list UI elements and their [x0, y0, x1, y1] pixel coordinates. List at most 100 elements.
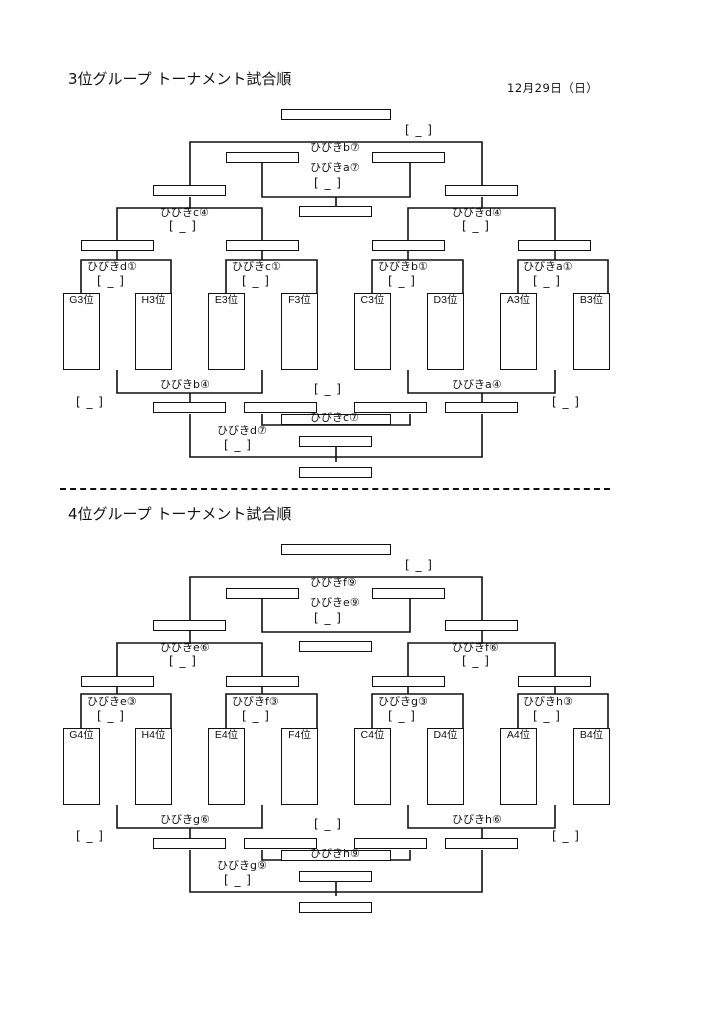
match-label: ひびきd④ — [452, 206, 502, 219]
bracket-mark: [ _ ] — [405, 558, 433, 572]
seed-box: C4位 — [354, 728, 391, 805]
lower-box — [354, 402, 427, 413]
match-label: ひびきa⑦ — [310, 161, 360, 174]
section-divider — [60, 488, 610, 490]
match-label: ひびきa① — [523, 260, 573, 273]
bracket-mark: [ _ ] — [533, 274, 561, 288]
seed-box: E3位 — [208, 293, 245, 370]
date-label: 12月29日（日） — [507, 81, 599, 95]
bracket-mark: [ _ ] — [169, 219, 197, 233]
match-label: ひびきc⑦ — [310, 411, 359, 424]
match-label: ひびきe③ — [87, 695, 137, 708]
bracket-mark: [ _ ] — [76, 395, 104, 409]
r2-box — [372, 240, 445, 251]
r2-box — [518, 676, 591, 687]
seed-box: G4位 — [63, 728, 100, 805]
seed-box: A3位 — [500, 293, 537, 370]
bracket-mark: [ _ ] — [242, 709, 270, 723]
seed-box: B4位 — [573, 728, 610, 805]
qf-box — [153, 620, 226, 631]
bracket-mark: [ _ ] — [314, 611, 342, 625]
match-label: ひびきg③ — [378, 695, 428, 708]
match-label: ひびきa④ — [452, 378, 502, 391]
semi-box — [372, 588, 445, 599]
lower-box — [244, 402, 317, 413]
match-label: ひびきh③ — [523, 695, 573, 708]
bracket-mark: [ _ ] — [552, 829, 580, 843]
qf-box — [445, 620, 518, 631]
seed-box: F3位 — [281, 293, 318, 370]
bracket-mark: [ _ ] — [388, 709, 416, 723]
final-box-top — [281, 544, 391, 555]
lower-box — [445, 402, 518, 413]
match-label: ひびきc① — [232, 260, 281, 273]
seed-box: B3位 — [573, 293, 610, 370]
third-box — [299, 641, 372, 652]
match-label: ひびきg⑨ — [217, 859, 267, 872]
r2-box — [81, 676, 154, 687]
qf-box — [153, 185, 226, 196]
semi-box — [372, 152, 445, 163]
seed-box: H4位 — [135, 728, 172, 805]
r2-box — [518, 240, 591, 251]
lower-box — [445, 838, 518, 849]
semi-box — [226, 152, 299, 163]
bracket-mark: [ _ ] — [224, 438, 252, 452]
lower-box — [299, 871, 372, 882]
bracket-mark: [ _ ] — [97, 274, 125, 288]
bracket-mark: [ _ ] — [314, 382, 342, 396]
seed-box: D3位 — [427, 293, 464, 370]
bracket-mark: [ _ ] — [169, 654, 197, 668]
r2-box — [81, 240, 154, 251]
r2-box — [226, 240, 299, 251]
match-label: ひびきh⑥ — [452, 813, 502, 826]
match-label: ひびきb⑦ — [310, 141, 360, 154]
r2-box — [372, 676, 445, 687]
match-label: ひびきb④ — [160, 378, 210, 391]
bracket-mark: [ _ ] — [462, 654, 490, 668]
lower-box — [299, 436, 372, 447]
match-label: ひびきh⑨ — [310, 847, 360, 860]
seed-box: G3位 — [63, 293, 100, 370]
bracket-mark: [ _ ] — [242, 274, 270, 288]
qf-box — [445, 185, 518, 196]
match-label: ひびきc④ — [160, 206, 209, 219]
bracket-mark: [ _ ] — [314, 817, 342, 831]
bracket-mark: [ _ ] — [97, 709, 125, 723]
bracket-mark: [ _ ] — [224, 873, 252, 887]
final-box-bottom — [299, 902, 372, 913]
bracket-mark: [ _ ] — [533, 709, 561, 723]
match-label: ひびきf⑨ — [310, 576, 357, 589]
match-label: ひびきd① — [87, 260, 137, 273]
match-label: ひびきe⑥ — [160, 641, 210, 654]
seed-box: C3位 — [354, 293, 391, 370]
match-label: ひびきg⑥ — [160, 813, 210, 826]
seed-box: A4位 — [500, 728, 537, 805]
lower-box — [244, 838, 317, 849]
semi-box — [226, 588, 299, 599]
seed-box: D4位 — [427, 728, 464, 805]
final-box-bottom — [299, 467, 372, 478]
match-label: ひびきe⑨ — [310, 596, 360, 609]
lower-box — [153, 402, 226, 413]
r2-box — [226, 676, 299, 687]
lower-box — [281, 414, 391, 425]
seed-box: F4位 — [281, 728, 318, 805]
match-label: ひびきb① — [378, 260, 428, 273]
match-label: ひびきf⑥ — [452, 641, 499, 654]
section3-title: 3位グループ トーナメント試合順 — [68, 70, 292, 88]
lower-box — [354, 838, 427, 849]
seed-box: E4位 — [208, 728, 245, 805]
bracket-mark: [ _ ] — [314, 176, 342, 190]
bracket-mark: [ _ ] — [76, 829, 104, 843]
third-box — [299, 206, 372, 217]
match-label: ひびきd⑦ — [217, 424, 267, 437]
bracket-mark: [ _ ] — [552, 395, 580, 409]
seed-box: H3位 — [135, 293, 172, 370]
bracket-mark: [ _ ] — [388, 274, 416, 288]
section4-title: 4位グループ トーナメント試合順 — [68, 505, 292, 523]
match-label: ひびきf③ — [232, 695, 279, 708]
lower-box — [153, 838, 226, 849]
bracket-mark: [ _ ] — [405, 123, 433, 137]
lower-box — [281, 850, 391, 861]
